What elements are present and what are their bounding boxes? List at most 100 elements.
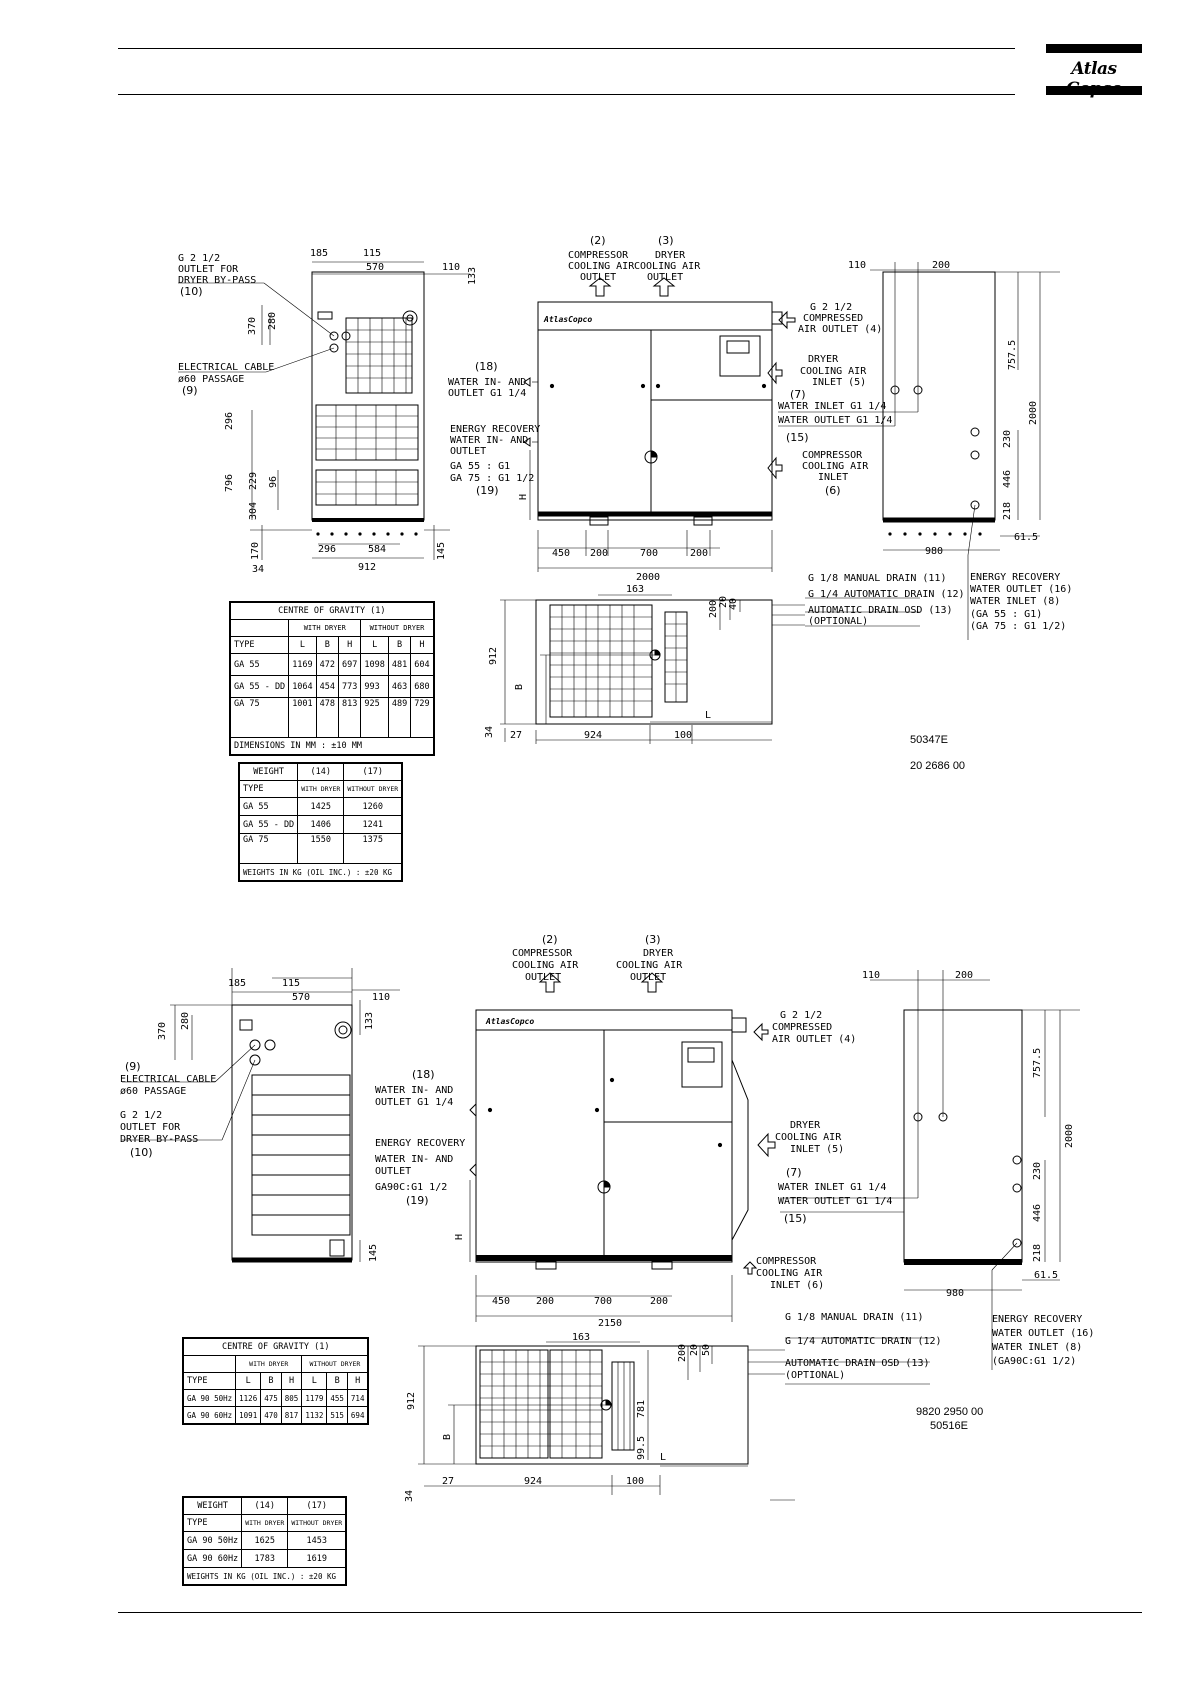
svg-text:(10): (10) <box>180 285 203 298</box>
svg-text:200: 200 <box>677 1344 688 1362</box>
svg-text:757.5: 757.5 <box>1032 1048 1043 1078</box>
svg-text:115: 115 <box>282 978 300 989</box>
svg-text:AUTOMATIC DRAIN OSD (13): AUTOMATIC DRAIN OSD (13) <box>785 1358 930 1369</box>
svg-text:AtlasCopco: AtlasCopco <box>543 315 592 324</box>
svg-text:ø60 PASSAGE: ø60 PASSAGE <box>120 1086 186 1097</box>
svg-text:200: 200 <box>536 1296 554 1307</box>
svg-text:446: 446 <box>1002 470 1013 488</box>
svg-text:H: H <box>518 494 529 500</box>
svg-text:INLET (5): INLET (5) <box>812 377 866 388</box>
svg-text:DRYER: DRYER <box>655 250 686 261</box>
svg-text:2000: 2000 <box>1028 401 1039 425</box>
labels-top: G 2 1/2 OUTLET FOR DRYER BY-PASS (10) EL… <box>178 234 1072 741</box>
svg-text:G 2 1/2: G 2 1/2 <box>780 1010 822 1021</box>
svg-text:G 2 1/2: G 2 1/2 <box>120 1110 162 1121</box>
right-view-top <box>778 262 1060 640</box>
svg-text:WATER IN- AND: WATER IN- AND <box>375 1154 453 1165</box>
svg-text:(GA 55 : G1): (GA 55 : G1) <box>970 609 1042 620</box>
svg-text:DRYER: DRYER <box>808 354 839 365</box>
svg-text:110: 110 <box>862 970 880 981</box>
svg-text:133: 133 <box>467 267 478 285</box>
svg-text:230: 230 <box>1032 1162 1043 1180</box>
svg-text:(7): (7) <box>786 1166 802 1179</box>
svg-text:229: 229 <box>248 472 259 490</box>
cog-note: DIMENSIONS IN MM : ±10 MM <box>229 737 435 756</box>
svg-text:OUTLET: OUTLET <box>525 972 561 983</box>
svg-text:584: 584 <box>368 544 386 555</box>
svg-text:WATER INLET (8): WATER INLET (8) <box>992 1342 1082 1353</box>
svg-text:27: 27 <box>442 1476 454 1487</box>
svg-text:OUTLET: OUTLET <box>630 972 666 983</box>
svg-text:WATER INLET (8): WATER INLET (8) <box>970 596 1060 607</box>
svg-text:DRYER BY-PASS: DRYER BY-PASS <box>178 275 256 286</box>
ref-part-top: 20 2686 00 <box>910 760 966 772</box>
svg-text:COMPRESSOR: COMPRESSOR <box>802 450 863 461</box>
svg-text:COMPRESSED: COMPRESSED <box>772 1022 832 1033</box>
right-view-bottom <box>780 970 1080 1370</box>
svg-text:COOLING AIR: COOLING AIR <box>568 261 635 272</box>
svg-text:450: 450 <box>492 1296 510 1307</box>
svg-text:34: 34 <box>484 726 495 738</box>
svg-text:(19): (19) <box>406 1194 429 1207</box>
svg-text:450: 450 <box>552 548 570 559</box>
svg-text:ELECTRICAL CABLE: ELECTRICAL CABLE <box>178 362 274 373</box>
svg-text:(7): (7) <box>790 388 806 401</box>
svg-text:912: 912 <box>406 1392 417 1410</box>
svg-text:296: 296 <box>224 412 235 430</box>
svg-text:218: 218 <box>1032 1244 1043 1262</box>
svg-text:20: 20 <box>718 596 729 608</box>
svg-text:2150: 2150 <box>598 1318 622 1329</box>
svg-text:ENERGY RECOVERY: ENERGY RECOVERY <box>450 424 540 435</box>
svg-text:WATER INLET G1 1/4: WATER INLET G1 1/4 <box>778 401 886 412</box>
ref-code-top: 50347E <box>910 734 948 746</box>
svg-text:G 1/4 AUTOMATIC DRAIN (12): G 1/4 AUTOMATIC DRAIN (12) <box>785 1336 942 1347</box>
svg-text:(GA 75 : G1 1/2): (GA 75 : G1 1/2) <box>970 621 1066 632</box>
svg-text:218: 218 <box>1002 502 1013 520</box>
svg-text:200: 200 <box>690 548 708 559</box>
svg-text:DRYER BY-PASS: DRYER BY-PASS <box>120 1134 198 1145</box>
svg-text:200: 200 <box>650 1296 668 1307</box>
footer-rule <box>118 1612 1142 1613</box>
svg-text:50: 50 <box>701 1344 712 1356</box>
svg-text:133: 133 <box>364 1012 375 1030</box>
svg-text:145: 145 <box>368 1244 379 1262</box>
svg-text:INLET (6): INLET (6) <box>770 1280 824 1291</box>
svg-text:185: 185 <box>310 248 328 259</box>
svg-text:(GA90C:G1 1/2): (GA90C:G1 1/2) <box>992 1356 1076 1367</box>
svg-text:99.5: 99.5 <box>636 1436 647 1460</box>
svg-text:96: 96 <box>268 476 279 488</box>
svg-text:COOLING AIR: COOLING AIR <box>616 960 683 971</box>
svg-text:L: L <box>660 1452 666 1463</box>
svg-text:ENERGY RECOVERY: ENERGY RECOVERY <box>992 1314 1082 1325</box>
svg-text:WATER OUTLET (16): WATER OUTLET (16) <box>992 1328 1094 1339</box>
svg-text:280: 280 <box>267 312 278 330</box>
svg-text:WATER IN- AND: WATER IN- AND <box>375 1085 453 1096</box>
svg-text:GA 75 : G1 1/2: GA 75 : G1 1/2 <box>450 473 534 484</box>
svg-text:GA 55 : G1: GA 55 : G1 <box>450 461 510 472</box>
svg-text:AtlasCopco: AtlasCopco <box>485 1017 534 1026</box>
svg-text:AIR OUTLET (4): AIR OUTLET (4) <box>798 324 882 335</box>
svg-text:(18): (18) <box>412 1068 435 1081</box>
svg-text:GA90C:G1 1/2: GA90C:G1 1/2 <box>375 1182 447 1193</box>
svg-text:115: 115 <box>363 248 381 259</box>
side-view-top <box>178 261 470 560</box>
svg-text:(OPTIONAL): (OPTIONAL) <box>785 1370 845 1381</box>
svg-text:781: 781 <box>636 1400 647 1418</box>
svg-text:2000: 2000 <box>1064 1124 1075 1148</box>
svg-text:110: 110 <box>372 992 390 1003</box>
svg-text:446: 446 <box>1032 1204 1043 1222</box>
front-view-top: AtlasCopco <box>523 277 796 572</box>
plan-view-bottom <box>418 1337 930 1501</box>
svg-text:912: 912 <box>488 647 499 665</box>
side-view-bottom <box>122 968 400 1263</box>
